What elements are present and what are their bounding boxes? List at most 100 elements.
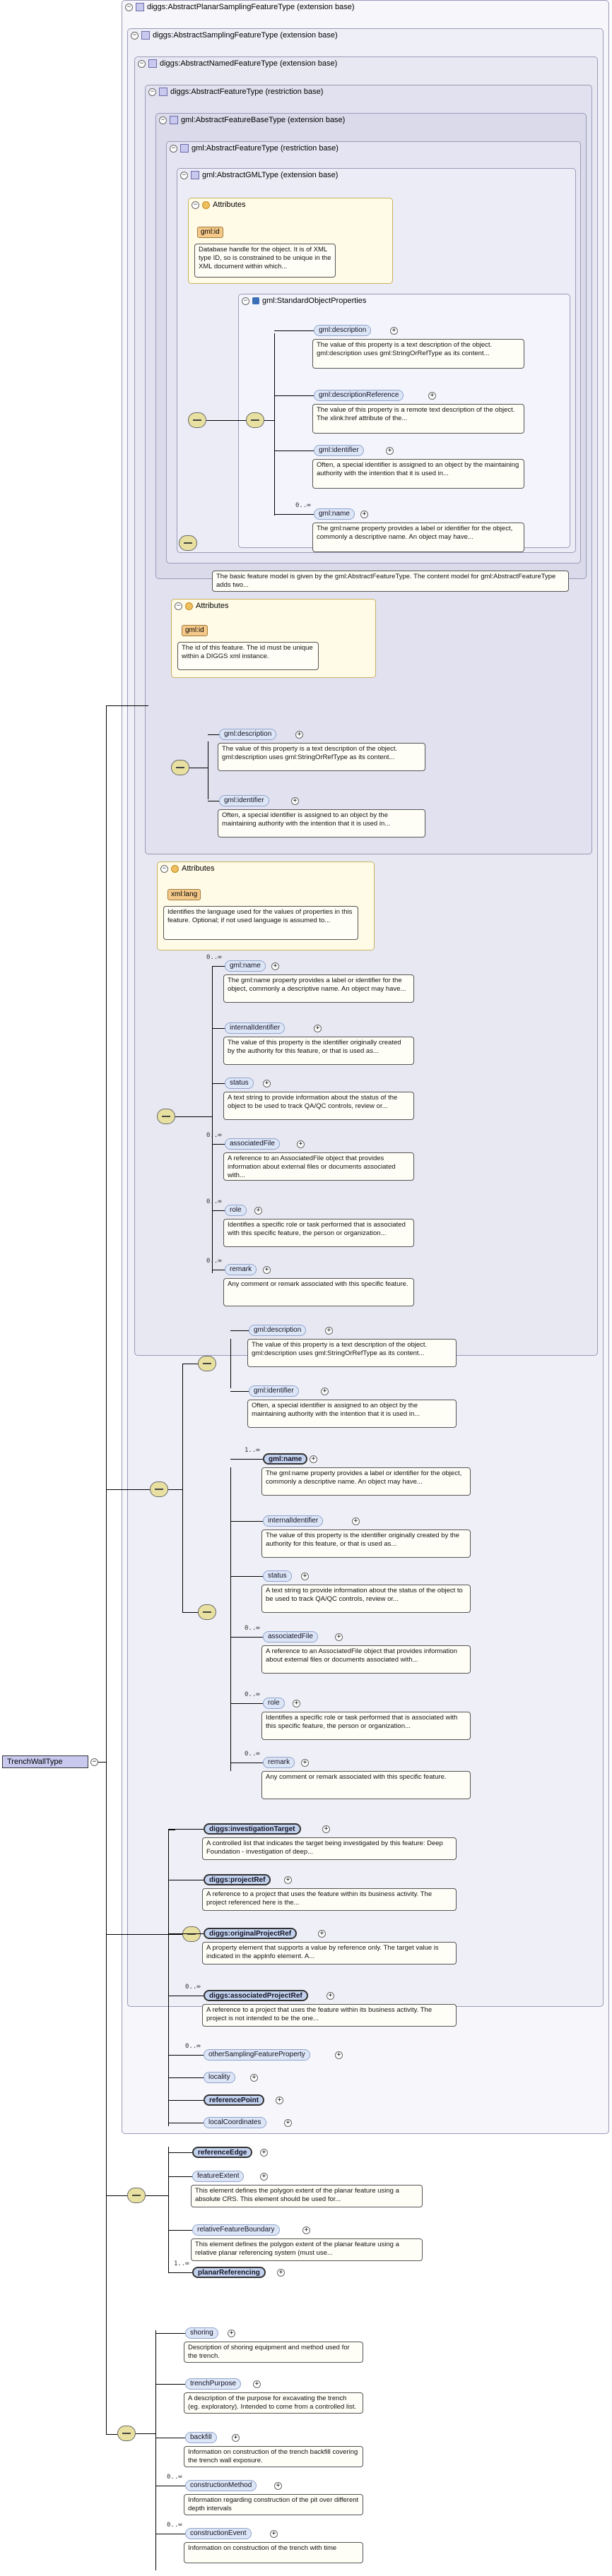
attributes-box: −Attributes gml:id Database handle for t…: [188, 198, 393, 284]
expand-toggle[interactable]: +: [276, 2097, 283, 2104]
expand-toggle[interactable]: +: [291, 797, 299, 805]
collapse-toggle[interactable]: −: [159, 116, 167, 124]
collapse-toggle[interactable]: −: [125, 3, 133, 11]
element-referenceedge[interactable]: referenceEdge: [192, 2147, 253, 2158]
element-associatedfile[interactable]: associatedFile: [225, 1138, 280, 1150]
element-relativefeatureboundary[interactable]: relativeFeatureBoundary: [192, 2224, 280, 2236]
attribute-xml-lang[interactable]: xml:lang: [167, 889, 201, 900]
expand-toggle[interactable]: +: [335, 1633, 343, 1641]
expand-toggle[interactable]: +: [318, 1930, 326, 1938]
element-diggs-originalprojectref[interactable]: diggs:originalProjectRef: [204, 1928, 298, 1939]
element-localcoordinates[interactable]: localCoordinates: [204, 2117, 266, 2128]
collapse-toggle[interactable]: −: [175, 602, 182, 610]
connector: [168, 1829, 204, 1830]
connector: [274, 514, 314, 515]
expand-toggle[interactable]: +: [295, 731, 303, 739]
element-planarreferencing[interactable]: planarReferencing: [192, 2267, 266, 2278]
element-gml-identifier[interactable]: gml:identifier: [249, 1385, 299, 1397]
element-role[interactable]: role: [263, 1698, 285, 1709]
element-gml-descriptionreference[interactable]: gml:descriptionReference: [314, 390, 404, 401]
expand-toggle[interactable]: +: [322, 1825, 330, 1833]
expand-toggle[interactable]: +: [293, 1700, 300, 1707]
expand-toggle[interactable]: +: [310, 1455, 317, 1463]
expand-toggle[interactable]: +: [326, 1992, 334, 2000]
expand-toggle[interactable]: +: [360, 511, 368, 518]
element-diggs-associatedprojectref[interactable]: diggs:associatedProjectRef: [204, 1990, 308, 2001]
collapse-toggle[interactable]: −: [138, 59, 146, 68]
element-status[interactable]: status: [263, 1570, 292, 1582]
expand-toggle[interactable]: +: [325, 1327, 333, 1335]
expand-toggle[interactable]: +: [428, 392, 436, 400]
expand-toggle[interactable]: +: [232, 2434, 240, 2442]
expand-toggle[interactable]: +: [390, 327, 398, 335]
expand-toggle[interactable]: +: [297, 1140, 305, 1148]
expand-toggle[interactable]: +: [260, 2149, 268, 2157]
attribute-gml-id[interactable]: gml:id: [182, 625, 208, 636]
collapse-toggle[interactable]: −: [160, 864, 168, 873]
element-featureextent[interactable]: featureExtent: [192, 2171, 245, 2182]
element-locality[interactable]: locality: [204, 2072, 235, 2083]
expand-toggle[interactable]: +: [314, 1025, 322, 1032]
expand-toggle[interactable]: +: [263, 1266, 271, 1274]
expand-toggle[interactable]: +: [284, 1876, 292, 1884]
element-constructionevent[interactable]: constructionEvent: [185, 2528, 252, 2539]
expand-toggle[interactable]: +: [250, 2074, 258, 2082]
element-backfill[interactable]: backfill: [185, 2432, 217, 2443]
collapse-toggle[interactable]: −: [131, 31, 139, 40]
expand-toggle[interactable]: +: [270, 2530, 278, 2538]
expand-toggle[interactable]: −: [90, 1758, 98, 1766]
element-internalidentifier[interactable]: internalIdentifier: [263, 1515, 324, 1527]
element-gml-description[interactable]: gml:description: [314, 325, 372, 336]
element-associatedfile[interactable]: associatedFile: [263, 1631, 318, 1642]
expand-toggle[interactable]: +: [228, 2330, 235, 2337]
root-element-trench-wall-type[interactable]: TrenchWallType: [2, 1755, 88, 1768]
element-gml-identifier[interactable]: gml:identifier: [219, 795, 269, 806]
expand-toggle[interactable]: +: [253, 2380, 261, 2388]
element-gml-name[interactable]: gml:name: [314, 508, 355, 520]
expand-toggle[interactable]: +: [284, 2119, 292, 2127]
element-remark[interactable]: remark: [263, 1757, 295, 1768]
collapse-toggle[interactable]: −: [180, 171, 188, 179]
attribute-gml-id[interactable]: gml:id: [197, 227, 223, 238]
connector: [274, 395, 314, 396]
element-trenchpurpose[interactable]: trenchPurpose: [185, 2378, 242, 2390]
connector: [136, 2433, 155, 2434]
sequence-icon: [182, 1926, 201, 1942]
element-gml-name[interactable]: gml:name: [225, 960, 266, 972]
element-gml-description[interactable]: gml:description: [219, 729, 277, 740]
expand-toggle[interactable]: +: [301, 1759, 309, 1767]
expand-toggle[interactable]: +: [271, 962, 279, 970]
element-constructionmethod[interactable]: constructionMethod: [185, 2480, 257, 2491]
element-shoring[interactable]: shoring: [185, 2327, 218, 2339]
element-internalidentifier[interactable]: internalIdentifier: [225, 1022, 286, 1034]
collapse-toggle[interactable]: −: [170, 144, 177, 153]
expand-toggle[interactable]: +: [277, 2269, 285, 2277]
element-referencepoint[interactable]: referencePoint: [204, 2094, 265, 2106]
expand-toggle[interactable]: +: [386, 447, 394, 455]
element-gml-identifier[interactable]: gml:identifier: [314, 445, 364, 456]
expand-toggle[interactable]: +: [260, 2173, 268, 2181]
element-gml-description[interactable]: gml:description: [249, 1325, 307, 1336]
expand-toggle[interactable]: +: [302, 2226, 310, 2234]
element-diggs-projectref[interactable]: diggs:projectRef: [204, 1874, 271, 1885]
element-othersamplingfeatureproperty[interactable]: otherSamplingFeatureProperty: [204, 2049, 310, 2061]
connector: [168, 2147, 169, 2272]
expand-toggle[interactable]: +: [352, 1517, 360, 1525]
expand-toggle[interactable]: +: [263, 1080, 271, 1087]
element-role[interactable]: role: [225, 1205, 247, 1216]
collapse-toggle[interactable]: −: [148, 88, 156, 96]
expand-toggle[interactable]: +: [321, 1388, 329, 1395]
element-status[interactable]: status: [225, 1078, 254, 1089]
collapse-toggle[interactable]: −: [192, 201, 199, 209]
expand-toggle[interactable]: +: [274, 2482, 282, 2490]
connector: [212, 966, 225, 967]
element-remark[interactable]: remark: [225, 1264, 257, 1275]
element-gml-name[interactable]: gml:name: [263, 1453, 308, 1465]
expand-toggle[interactable]: +: [335, 2051, 343, 2059]
type-label: gml:AbstractGMLType (extension base): [202, 171, 339, 179]
collapse-toggle[interactable]: −: [242, 297, 249, 305]
expand-toggle[interactable]: +: [301, 1573, 309, 1580]
element-diggs-investigationtarget[interactable]: diggs:investigationTarget: [204, 1823, 301, 1835]
expand-toggle[interactable]: +: [254, 1207, 262, 1215]
complex-type-icon: [148, 59, 157, 68]
